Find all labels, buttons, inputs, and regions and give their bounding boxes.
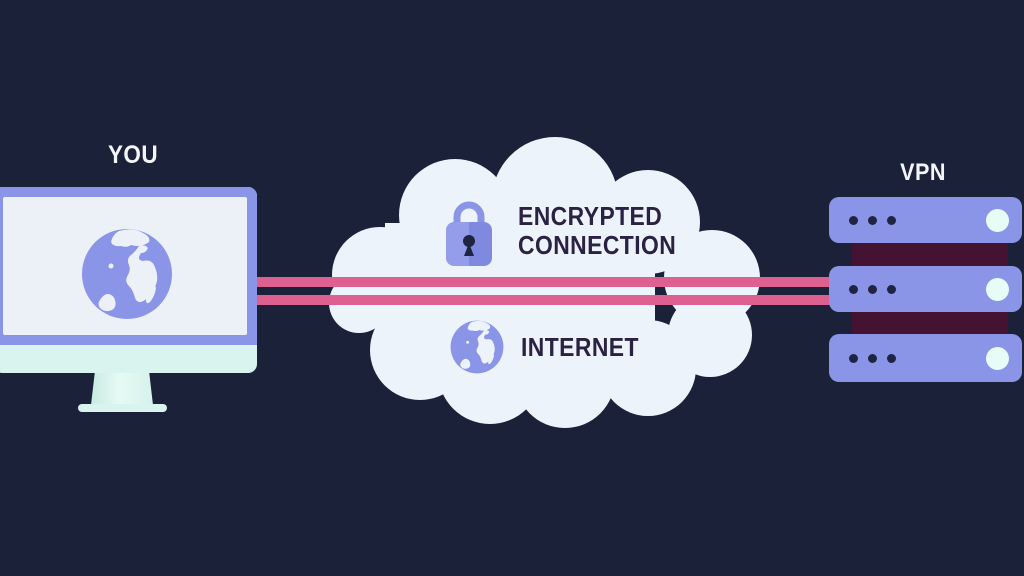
you-label: YOU [107,141,159,169]
server-dot-icon [887,284,896,294]
server-indicator-light [986,277,1009,301]
lock-icon [446,201,492,266]
server-dot-icon [868,353,877,363]
server-dot-icon [849,215,858,225]
computer-monitor [0,187,257,373]
vpn-server-unit [829,266,1022,312]
tunnel-line-bottom [250,295,838,305]
monitor-base [78,404,167,412]
monitor-stand [91,373,153,405]
vpn-server-unit [829,197,1022,243]
monitor-screen [3,197,247,335]
server-dot-icon [887,353,896,363]
vpn-server-unit [829,334,1022,382]
vpn-label: VPN [900,159,946,186]
server-connector [852,308,1008,336]
encrypted-line: ENCRYPTED [518,201,663,231]
server-dot-icon [868,284,877,294]
encrypted-connection-label: ENCRYPTED CONNECTION [518,202,676,260]
server-dot-icon [868,215,877,225]
monitor-frame [0,187,257,345]
server-dot-icon [887,215,896,225]
server-dots [849,284,896,294]
server-connector [852,242,1008,268]
server-dots [849,353,896,363]
globe-icon [82,229,172,319]
server-indicator-light [986,208,1009,232]
connection-line: CONNECTION [518,230,677,260]
tunnel-line-top [250,277,838,287]
internet-label: INTERNET [521,332,639,362]
server-indicator-light [986,346,1009,370]
server-dots [849,215,896,225]
server-dot-icon [849,284,858,294]
server-dot-icon [849,353,858,363]
globe-icon [450,320,504,374]
